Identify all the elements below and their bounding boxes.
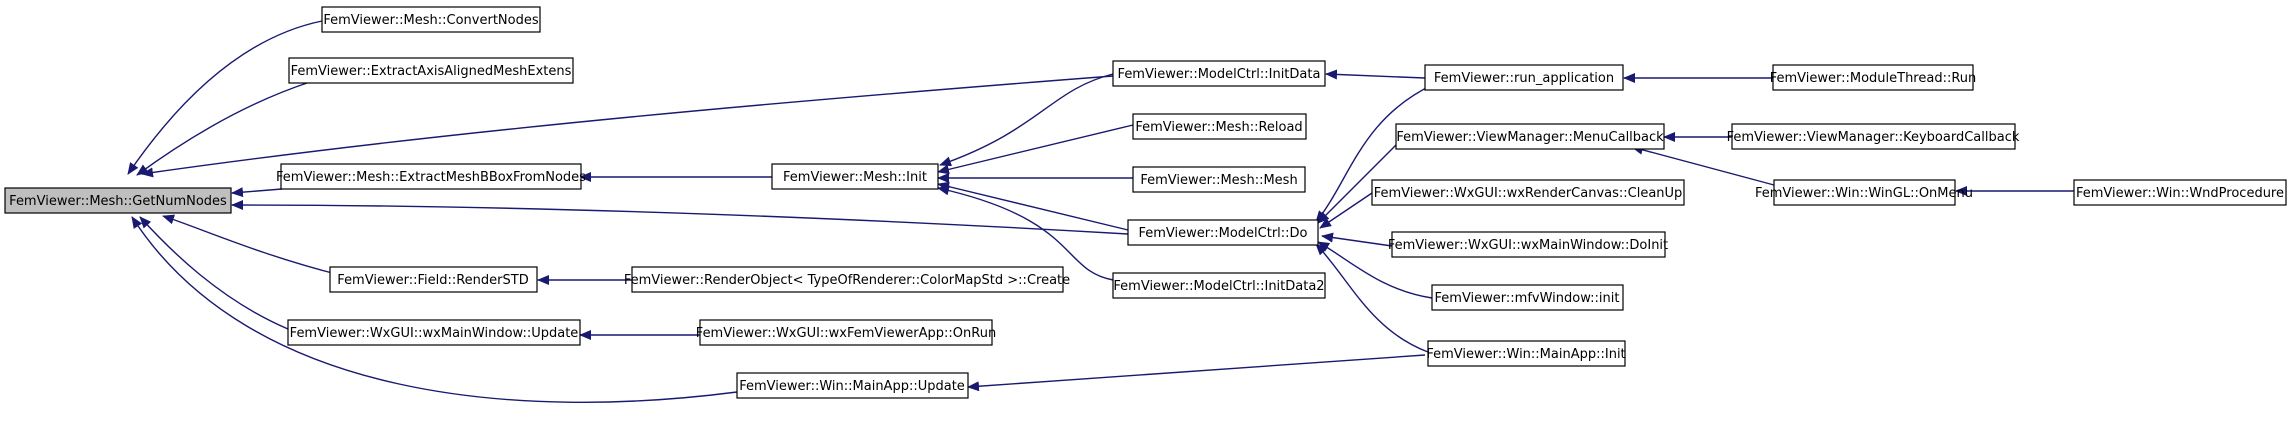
- node-box: [1371, 179, 1685, 206]
- node-extractmeshbboxfromnodes[interactable]: FemViewer::Mesh::ExtractMeshBBoxFromNode…: [276, 163, 586, 190]
- node-wndprocedure[interactable]: FemViewer::Win::WndProcedure: [2073, 179, 2287, 206]
- node-label: FemViewer::Win::MainApp::Init: [1426, 347, 1625, 362]
- node-renderstd[interactable]: FemViewer::Field::RenderSTD: [329, 266, 538, 293]
- edges: [127, 20, 2074, 403]
- node-label: FemViewer::ViewManager::MenuCallback: [1396, 130, 1664, 145]
- node-box: [771, 163, 939, 190]
- edge-mainapp-init-to-mainapp-update: [967, 354, 1426, 392]
- node-modelctrl-do[interactable]: FemViewer::ModelCtrl::Do: [1127, 219, 1319, 246]
- node-box: [1132, 113, 1307, 140]
- node-label: FemViewer::ModuleThread::Run: [1770, 71, 1977, 86]
- edge-modelctrl-do-to-getnumnodes: [231, 200, 1129, 235]
- edge-menucallback-to-modelctrl-do: [1317, 144, 1397, 224]
- node-box: [1112, 60, 1326, 87]
- nodes: FemViewer::Mesh::GetNumNodes FemViewer::…: [4, 6, 2287, 399]
- node-box: [1424, 64, 1624, 91]
- edge-initdata-to-getnumnodes: [141, 75, 1114, 178]
- node-box: [288, 57, 574, 84]
- node-menucallback[interactable]: FemViewer::ViewManager::MenuCallback: [1395, 123, 1665, 150]
- node-box: [4, 187, 232, 214]
- node-colormapstd-create[interactable]: FemViewer::RenderObject< TypeOfRenderer:…: [624, 266, 1070, 293]
- node-box: [287, 319, 581, 346]
- node-mesh-init[interactable]: FemViewer::Mesh::Init: [771, 163, 939, 190]
- node-label: FemViewer::ViewManager::KeyboardCallback: [1727, 130, 2020, 145]
- node-wxmainwindow-update[interactable]: FemViewer::WxGUI::wxMainWindow::Update: [287, 319, 581, 346]
- edge-wingl-onmenu-to-menucallback: [1631, 145, 1775, 186]
- node-label: FemViewer::Field::RenderSTD: [337, 273, 528, 288]
- node-box: [1427, 340, 1626, 367]
- edge-initdata2-to-mesh-init: [937, 185, 1114, 281]
- node-label: FemViewer::Win::WndProcedure: [2076, 186, 2284, 201]
- edge-initdata-to-mesh-init: [939, 73, 1114, 167]
- node-label: FemViewer::ExtractAxisAlignedMeshExtens: [291, 64, 572, 79]
- node-label: FemViewer::WxGUI::wxRenderCanvas::CleanU…: [1374, 186, 1683, 201]
- node-box: [1773, 179, 1956, 206]
- node-box: [1112, 272, 1326, 299]
- node-box: [280, 163, 582, 190]
- node-modelctrl-initdata[interactable]: FemViewer::ModelCtrl::InitData: [1112, 60, 1326, 87]
- node-label: FemViewer::Win::WinGL::OnMenu: [1755, 186, 1973, 201]
- node-box: [321, 6, 541, 33]
- node-modulethread-run[interactable]: FemViewer::ModuleThread::Run: [1770, 64, 1977, 91]
- node-label: FemViewer::ModelCtrl::Do: [1138, 226, 1307, 241]
- node-label: FemViewer::ModelCtrl::InitData2: [1113, 279, 1324, 294]
- node-modelctrl-initdata2[interactable]: FemViewer::ModelCtrl::InitData2: [1112, 272, 1326, 299]
- edge-run-application-to-initdata: [1325, 69, 1426, 80]
- edge-extractmeshbbox-to-getnumnodes: [231, 187, 283, 198]
- node-label: FemViewer::Mesh::Mesh: [1140, 173, 1297, 188]
- node-label: FemViewer::WxGUI::wxMainWindow::DoInit: [1388, 238, 1668, 253]
- node-box: [1431, 284, 1624, 311]
- edge-cleanup-to-modelctrl-do: [1319, 192, 1373, 229]
- node-convertnodes[interactable]: FemViewer::Mesh::ConvertNodes: [321, 6, 541, 33]
- edge-wxmainwindow-update-to-getnumnodes: [139, 216, 289, 330]
- node-label: FemViewer::mfvWindow::init: [1435, 291, 1620, 306]
- node-label: FemViewer::run_application: [1434, 71, 1614, 86]
- edge-extractaxis-to-getnumnodes: [136, 81, 311, 176]
- node-box: [631, 266, 1064, 293]
- node-box: [1731, 123, 2016, 150]
- node-label: FemViewer::WxGUI::wxFemViewerApp::OnRun: [696, 326, 996, 341]
- node-run-application[interactable]: FemViewer::run_application: [1424, 64, 1624, 91]
- node-box: [1395, 123, 1665, 150]
- edge-convertnodes-to-getnumnodes: [127, 20, 323, 175]
- node-box: [1132, 166, 1306, 193]
- node-mainapp-update[interactable]: FemViewer::Win::MainApp::Update: [736, 372, 969, 399]
- node-label: FemViewer::Win::MainApp::Update: [739, 379, 965, 394]
- node-wxfemviewerapp-onrun[interactable]: FemViewer::WxGUI::wxFemViewerApp::OnRun: [696, 319, 996, 346]
- node-box: [1127, 219, 1319, 246]
- node-mainapp-init[interactable]: FemViewer::Win::MainApp::Init: [1426, 340, 1626, 367]
- edge-renderstd-to-getnumnodes: [162, 214, 341, 276]
- node-extractaxisalignedmeshextens[interactable]: FemViewer::ExtractAxisAlignedMeshExtens: [288, 57, 574, 84]
- node-mesh-reload[interactable]: FemViewer::Mesh::Reload: [1132, 113, 1307, 140]
- node-label: FemViewer::Mesh::Init: [783, 170, 927, 185]
- node-label: FemViewer::Mesh::GetNumNodes: [9, 194, 227, 209]
- node-box: [1772, 64, 1974, 91]
- node-box: [2073, 179, 2287, 206]
- edge-mainapp-init-to-modelctrl-do: [1315, 243, 1429, 353]
- node-box: [329, 266, 538, 293]
- edge-mainapp-update-to-getnumnodes: [131, 216, 738, 403]
- node-getnumnodes[interactable]: FemViewer::Mesh::GetNumNodes: [4, 187, 232, 214]
- node-wxmainwindow-doinit[interactable]: FemViewer::WxGUI::wxMainWindow::DoInit: [1388, 231, 1668, 258]
- node-label: FemViewer::Mesh::Reload: [1135, 120, 1302, 135]
- node-label: FemViewer::RenderObject< TypeOfRenderer:…: [624, 273, 1070, 288]
- edge-modelctrl-do-to-mesh-init: [937, 181, 1129, 231]
- node-label: FemViewer::WxGUI::wxMainWindow::Update: [290, 326, 579, 341]
- edge-reload-to-mesh-init: [937, 124, 1134, 175]
- node-label: FemViewer::Mesh::ConvertNodes: [323, 13, 538, 28]
- edge-mfvwindow-init-to-modelctrl-do: [1317, 241, 1433, 299]
- node-box: [699, 319, 993, 346]
- node-keyboardcallback[interactable]: FemViewer::ViewManager::KeyboardCallback: [1727, 123, 2020, 150]
- node-box: [736, 372, 969, 399]
- node-wingl-onmenu[interactable]: FemViewer::Win::WinGL::OnMenu: [1755, 179, 1973, 206]
- node-wxrendercanvas-cleanup[interactable]: FemViewer::WxGUI::wxRenderCanvas::CleanU…: [1371, 179, 1685, 206]
- edge-doinit-to-modelctrl-do: [1321, 232, 1393, 247]
- node-mesh-mesh[interactable]: FemViewer::Mesh::Mesh: [1132, 166, 1306, 193]
- node-label: FemViewer::Mesh::ExtractMeshBBoxFromNode…: [276, 170, 586, 185]
- edge-run-application-to-modelctrl-do: [1315, 84, 1433, 223]
- node-mfvwindow-init[interactable]: FemViewer::mfvWindow::init: [1431, 284, 1624, 311]
- node-box: [1391, 231, 1666, 258]
- node-label: FemViewer::ModelCtrl::InitData: [1118, 67, 1321, 82]
